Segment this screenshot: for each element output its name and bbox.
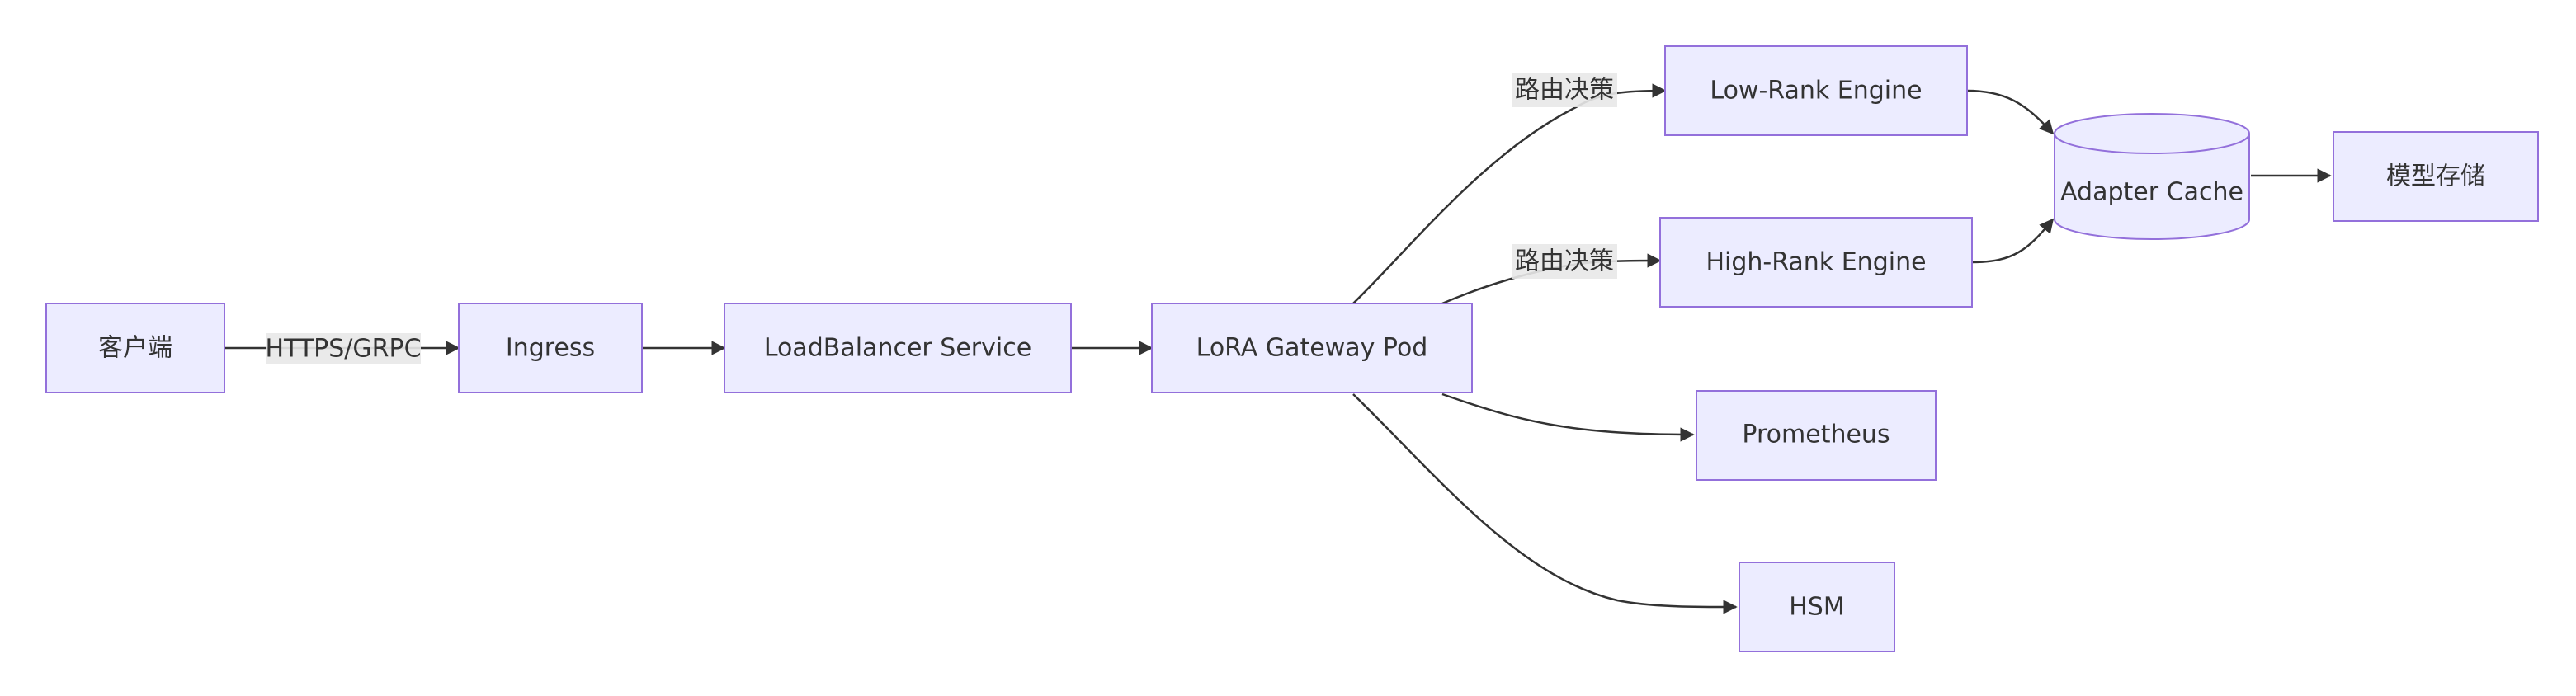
node-low-rank-engine-label: Low-Rank Engine — [1710, 77, 1922, 106]
node-hsm[interactable]: HSM — [1739, 562, 1895, 652]
node-loadbalancer-service[interactable]: LoadBalancer Service — [724, 303, 1072, 393]
node-ingress[interactable]: Ingress — [458, 303, 643, 393]
node-adapter-cache-label: Adapter Cache — [2060, 178, 2243, 207]
node-client[interactable]: 客户端 — [45, 303, 225, 393]
edge-label-bg-route-low — [1512, 73, 1617, 107]
node-high-rank-engine[interactable]: High-Rank Engine — [1659, 217, 1973, 308]
node-lora-gateway-pod[interactable]: LoRA Gateway Pod — [1151, 303, 1473, 393]
edge-label-route-decision-high: 路由决策 — [1515, 247, 1614, 276]
cylinder-top — [2054, 113, 2250, 154]
edge-gateway-to-low-rank — [1352, 83, 1667, 304]
node-ingress-label: Ingress — [506, 334, 595, 363]
node-adapter-cache[interactable]: Adapter Cache — [2054, 113, 2250, 240]
edge-gateway-to-prometheus — [1441, 393, 1695, 442]
node-low-rank-engine[interactable]: Low-Rank Engine — [1664, 45, 1968, 136]
edge-labels: HTTPS/GRPC 路由决策 路由决策 — [265, 73, 1617, 364]
node-prometheus-label: Prometheus — [1742, 421, 1890, 449]
edge-high-rank-to-adapter-cache — [1971, 218, 2055, 264]
node-loadbalancer-service-label: LoadBalancer Service — [764, 334, 1031, 363]
edge-label-route-decision-low: 路由决策 — [1515, 76, 1614, 105]
node-client-label: 客户端 — [98, 334, 172, 363]
node-model-store[interactable]: 模型存储 — [2333, 131, 2539, 222]
nodes: 客户端 Ingress LoadBalancer Service LoRA Ga… — [45, 45, 2539, 652]
edge-label-bg-https — [266, 333, 421, 364]
node-high-rank-engine-label: High-Rank Engine — [1706, 248, 1926, 277]
edge-label-https-grpc: HTTPS/GRPC — [265, 335, 421, 364]
edge-low-rank-to-adapter-cache — [1966, 89, 2055, 135]
node-model-store-label: 模型存储 — [2386, 162, 2485, 191]
edge-gateway-to-hsm — [1352, 393, 1738, 614]
edge-label-bg-route-high — [1512, 244, 1617, 279]
node-hsm-label: HSM — [1789, 593, 1845, 622]
node-prometheus[interactable]: Prometheus — [1696, 390, 1937, 481]
node-lora-gateway-pod-label: LoRA Gateway Pod — [1196, 334, 1428, 363]
cylinder-body — [2054, 134, 2250, 240]
